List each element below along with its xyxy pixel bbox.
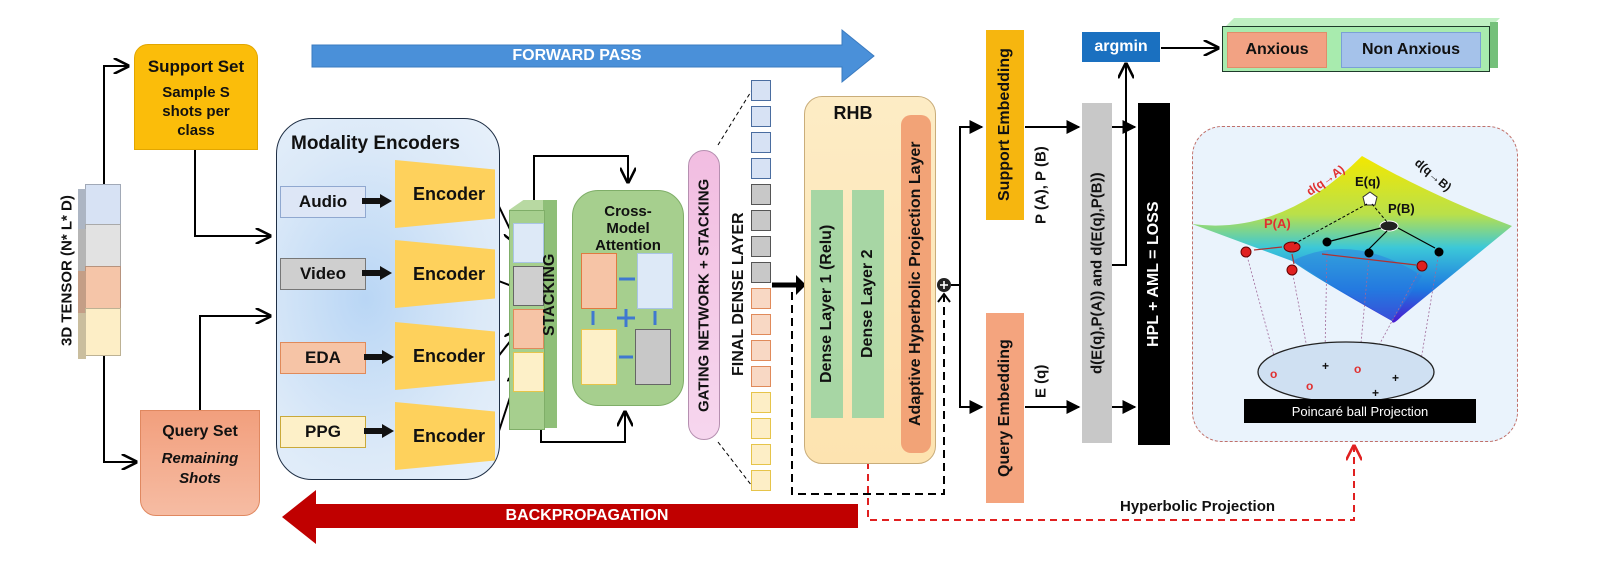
adaptive-hyperbolic-projection-layer: Adaptive Hyperbolic Projection Layer [901,115,931,453]
poincare-o-mark: o [1306,379,1313,393]
encoder-audio: Encoder [395,160,495,228]
stacking-side-face [543,200,557,428]
modality-video: Video [280,258,366,290]
stacking-label: STACKING [541,253,558,337]
dense-unit-cell [751,236,771,257]
tensor-block-eda [85,266,121,310]
tensor-block-audio [85,184,121,226]
output-side-face [1490,22,1498,68]
query-set-box: Query Set Remaining Shots [140,410,260,516]
support-set-subtitle: Sample S shots per class [162,84,230,139]
stack-cell-ppg [513,352,544,392]
stack-cell-video [513,266,544,306]
poincare-caption: Poincaré ball Projection [1244,399,1476,423]
tensor-block-ppg [85,308,121,356]
dense-unit-cell [751,106,771,127]
support-embedding: Support Embedding [986,30,1024,220]
dense-unit-cell [751,366,771,387]
class-a-points [1240,241,1428,276]
modality-audio: Audio [280,186,366,218]
poincare-o-mark: o [1270,367,1277,381]
dense-unit-cell [751,132,771,153]
hyperbolic-projection-label: Hyperbolic Projection [1120,498,1276,515]
dense-unit-cell [751,392,771,413]
modality-ppg: PPG [280,416,366,448]
forward-pass-label: FORWARD PASS [512,47,642,64]
attention-cell-audio [637,253,673,309]
thick-arrow-icon [362,194,392,208]
poincare-plus-mark: + [1372,386,1379,400]
stacking-top-face [509,200,557,210]
tensor-block-video [85,224,121,268]
dense-unit-cell [751,184,771,205]
class-anxious: Anxious [1227,32,1327,68]
support-set-box: Support Set Sample S shots per class [134,44,258,150]
poincare-pa-label: P(A) [1264,216,1291,231]
query-set-subtitle: Remaining Shots [161,450,239,487]
rhb-block: RHB Dense Layer 1 (Relu) Dense Layer 2 A… [804,96,936,464]
poincare-eq-label: E(q) [1355,174,1380,189]
cross-model-attention-box: Cross-Model Attention [572,190,684,406]
query-embedding-output: E (q) [1032,364,1050,398]
dense-layer-2: Dense Layer 2 [852,190,884,418]
saddle-surface [1192,156,1512,323]
poincare-plus-mark: + [1392,371,1399,385]
poincare-ball [1257,341,1435,403]
hyperbolic-surface-plot: d(q→A) E(q) d(q→B) P(A) P(B) o o o + + + [1192,156,1512,403]
poincare-plus-mark: + [1322,359,1329,373]
attention-arrows-icon [591,277,657,359]
backpropagation-label: BACKPROPAGATION [505,507,669,524]
gating-network-label: GATING NETWORK + STACKING [688,150,720,440]
dense-unit-cell [751,470,771,491]
dense-unit-cell [751,262,771,283]
poincare-o-mark: o [1354,362,1361,376]
query-embedding-marker [1362,191,1378,206]
thick-arrow-icon [362,266,392,280]
dense-layer-1: Dense Layer 1 (Relu) [811,190,843,418]
attention-cell-video [635,329,671,385]
thick-arrow-icon [364,424,394,438]
attention-cell-eda [581,253,617,309]
encoder-ppg: Encoder [395,402,495,470]
support-embedding-output: P (A), P (B) [1032,146,1050,224]
encoder-video: Encoder [395,240,495,308]
tensor-label: 3D TENSOR (N* L* D) [58,195,76,347]
dense-unit-cell [751,314,771,335]
support-set-title: Support Set [147,57,245,76]
cross-model-attention-title: Cross-Model Attention [595,203,661,254]
modality-encoders-title: Modality Encoders [291,133,460,154]
output-classes-box: Anxious Non Anxious [1222,26,1490,72]
dense-unit-cell [751,80,771,101]
query-embedding: Query Embedding [986,313,1024,503]
class-non-anxious: Non Anxious [1341,32,1481,68]
dense-unit-cell [751,288,771,309]
output-top-face [1226,18,1500,26]
modality-eda: EDA [280,342,366,374]
encoder-eda: Encoder [395,322,495,390]
thick-arrow-icon [364,350,394,364]
stack-cell-audio [513,223,544,263]
residual-add-node [937,278,951,292]
dense-unit-cell [751,444,771,465]
argmin-box: argmin [1082,32,1160,62]
stack-cell-eda [513,309,544,349]
dense-unit-cell [751,340,771,361]
class-b-points [1322,220,1444,258]
dense-unit-cell [751,210,771,231]
attention-cell-ppg [581,329,617,385]
query-set-title: Query Set [162,423,238,440]
dense-unit-cell [751,418,771,439]
dense-unit-cell [751,158,771,179]
stacking-block [509,210,545,430]
distance-block: d(E(q),P(A)) and d(E(q),P(B)) [1082,103,1112,443]
rhb-title: RHB [833,103,873,123]
loss-block: HPL + AML = LOSS [1138,103,1170,445]
poincare-pb-label: P(B) [1388,201,1415,216]
final-dense-layer-label: FINAL DENSE LAYER [730,212,747,376]
